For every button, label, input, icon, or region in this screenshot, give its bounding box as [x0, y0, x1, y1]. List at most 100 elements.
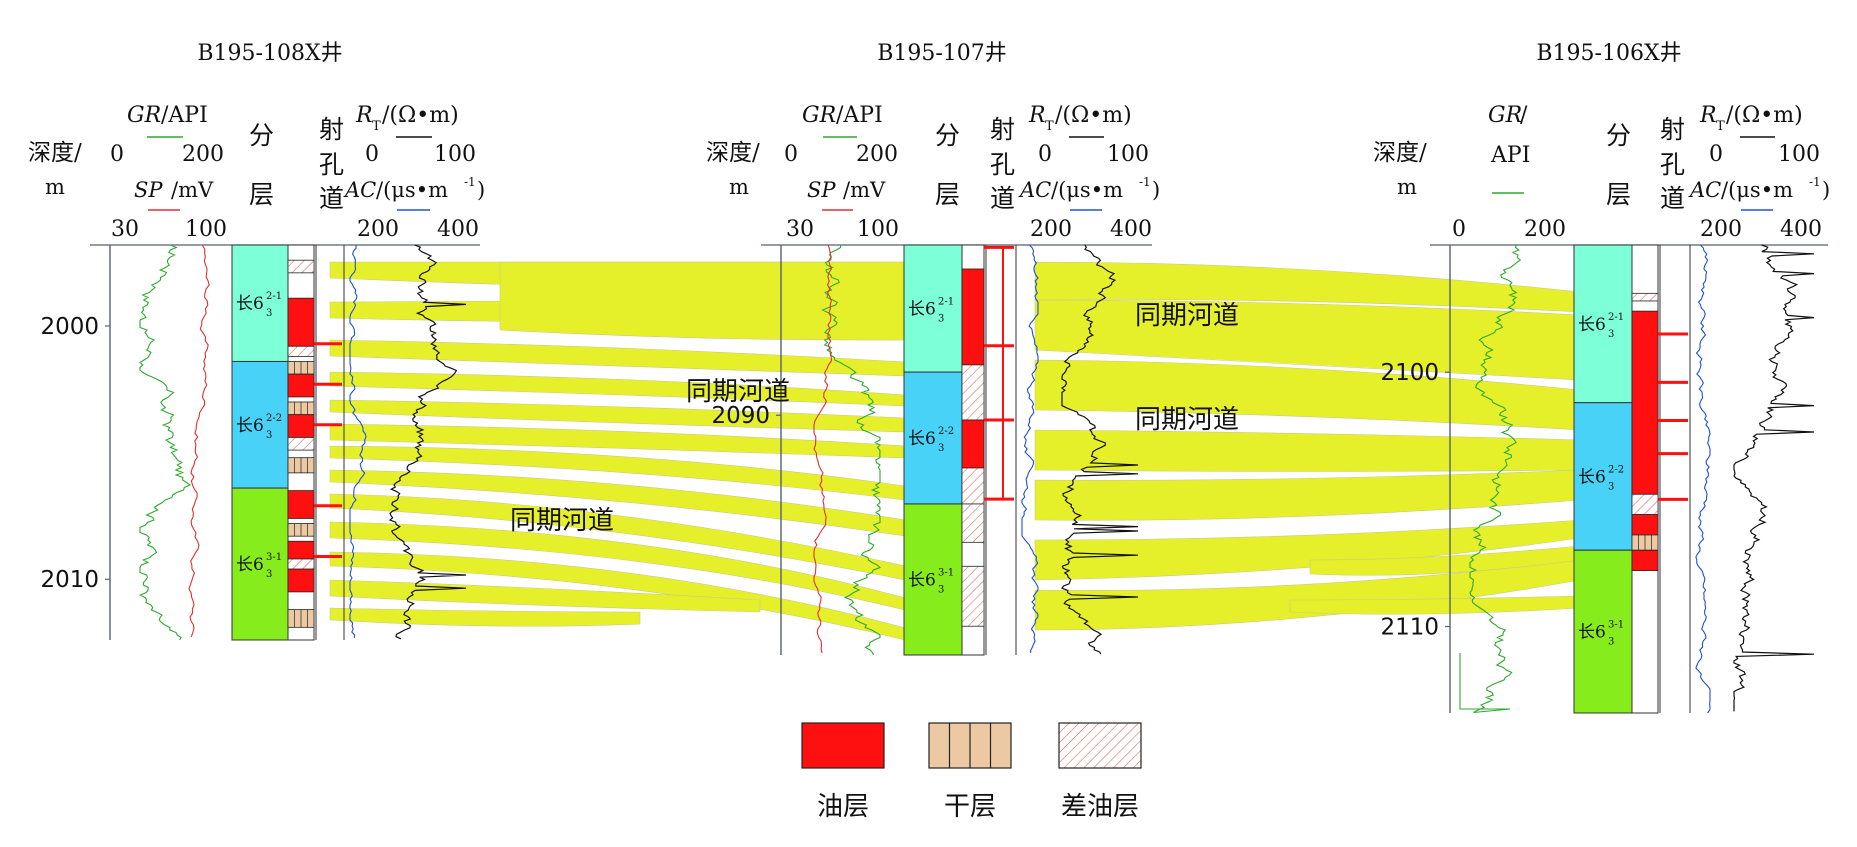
ac-scale-max: 400: [1780, 217, 1822, 242]
channel-body: [329, 371, 906, 407]
ac-track-unit: /(μs•m: [1051, 178, 1123, 202]
ac-track-unit-exponent: -1: [464, 175, 476, 189]
layer-column-label-2: 层: [249, 180, 274, 209]
ac-scale-max: 400: [1110, 217, 1152, 242]
gr-curve: [1459, 244, 1522, 714]
depth-tick-label: 2110: [1380, 615, 1439, 641]
rt-track-subscript: T: [1045, 119, 1054, 134]
legend-oil-swatch: [801, 722, 885, 769]
rt-track-subscript: T: [372, 119, 381, 134]
rt-track-name: R: [1699, 103, 1717, 128]
oil-bed: [287, 490, 315, 519]
poor-oil-bed: [961, 503, 985, 543]
gr-scale-min: 0: [110, 142, 124, 167]
rt-curve: [1733, 244, 1815, 712]
gr-scale-max: 200: [856, 142, 898, 167]
depth-axis-unit: m: [1397, 175, 1417, 199]
oil-bed: [1631, 549, 1659, 571]
zone-block: [231, 360, 289, 489]
zone-label: 长6: [1578, 467, 1606, 487]
zone-label-superscript: 2-1: [266, 291, 282, 302]
legend-oil-label: 油层: [817, 792, 869, 822]
zone-label: 长6: [1578, 315, 1606, 335]
sp-curve: [188, 244, 210, 638]
channel-label: 同期河道: [1135, 405, 1239, 435]
depth-axis-label: 深度/: [28, 140, 82, 166]
gr-scale-max: 200: [182, 142, 224, 167]
depth-tick-label: 2100: [1380, 360, 1439, 386]
ac-scale-min: 200: [1030, 217, 1072, 242]
layer-column-label: 分: [935, 121, 960, 150]
sp-track-unit: /mV: [171, 178, 214, 202]
rt-scale-max: 100: [1107, 142, 1149, 167]
gr-curve: [138, 244, 192, 641]
gr-track-unit: /API: [161, 103, 208, 128]
ac-track-name: AC: [343, 178, 376, 202]
gr-scale-min: 0: [1452, 217, 1466, 242]
channel-body: [329, 339, 906, 377]
sp-track-name: SP: [807, 178, 836, 202]
sp-scale-min: 30: [786, 217, 814, 242]
rt-curve: [388, 244, 467, 640]
zone-label-superscript: 2-2: [1608, 464, 1624, 475]
gr-track-unit: /API: [836, 103, 883, 128]
ac-track-name: AC: [1018, 178, 1051, 202]
zone-label: 长6: [236, 416, 264, 436]
gr-track-unit: /: [1520, 103, 1528, 128]
oil-bed: [287, 373, 315, 398]
rt-scale-min: 0: [1709, 142, 1723, 167]
zone-label-superscript: 2-1: [938, 297, 954, 308]
legend-poor-oil-label: 差油层: [1061, 792, 1139, 822]
ac-scale-min: 200: [1700, 217, 1742, 242]
layer-column-label: 分: [249, 121, 274, 150]
sp-scale-max: 100: [185, 217, 227, 242]
ac-track-name: AC: [1688, 178, 1721, 202]
ac-track-unit: /(μs•m: [376, 178, 448, 202]
channel-label: 同期河道: [686, 377, 790, 407]
ac-track-unit: /(μs•m: [1721, 178, 1793, 202]
poor-oil-bed: [287, 437, 315, 451]
legend-dry-label: 干层: [944, 792, 996, 822]
well-title: B195-106X井: [1536, 41, 1681, 66]
zone-label-subscript: 3: [266, 308, 272, 319]
zone-block: [903, 503, 963, 656]
zone-label-subscript: 3: [938, 314, 944, 325]
zone-label-subscript: 3: [1608, 481, 1614, 492]
perforation-column-label-3: 道: [990, 184, 1015, 213]
perforation-column-label-2: 孔: [319, 150, 344, 179]
rt-track-name: R: [355, 103, 373, 128]
zone-label-subscript: 3: [266, 569, 272, 580]
well-title: B195-108X井: [197, 41, 342, 66]
depth-tick-label: 2090: [711, 403, 770, 429]
depth-axis-label: 深度/: [706, 140, 760, 166]
zone-label-subscript: 3: [1608, 329, 1614, 340]
poor-oil-bed: [961, 364, 985, 421]
depth-axis-label: 深度/: [1373, 140, 1427, 166]
ac-track-unit-close: ): [1822, 178, 1830, 202]
ac-curve: [1021, 244, 1039, 654]
perforation-column-label-2: 孔: [990, 150, 1015, 179]
oil-bed: [287, 540, 315, 560]
zone-label: 长6: [908, 570, 936, 590]
channel-label: 同期河道: [510, 506, 614, 536]
poor-oil-bed: [961, 467, 985, 505]
zone-label: 长6: [1578, 623, 1606, 643]
zone-label: 长6: [236, 294, 264, 314]
zone-label-subscript: 3: [938, 443, 944, 454]
ac-curve: [1695, 244, 1711, 714]
oil-bed: [287, 414, 315, 438]
well-header-1: B195-108X井 深度/ m GR /API 0 200 SP /mV 30…: [28, 41, 485, 242]
zone-label: 长6: [908, 429, 936, 449]
rt-track-unit: /(Ω•m): [1726, 103, 1803, 128]
rt-scale-min: 0: [1038, 142, 1052, 167]
rt-scale-min: 0: [365, 142, 379, 167]
sp-curve: [813, 244, 832, 654]
lithology-legend: 油层 干层 差油层: [801, 722, 1142, 822]
channel-label: 同期河道: [1135, 301, 1239, 331]
layer-column-label: 分: [1606, 121, 1631, 150]
depth-tick-label: 2000: [40, 314, 99, 340]
poor-oil-bed: [287, 345, 315, 357]
zone-label: 长6: [908, 300, 936, 320]
